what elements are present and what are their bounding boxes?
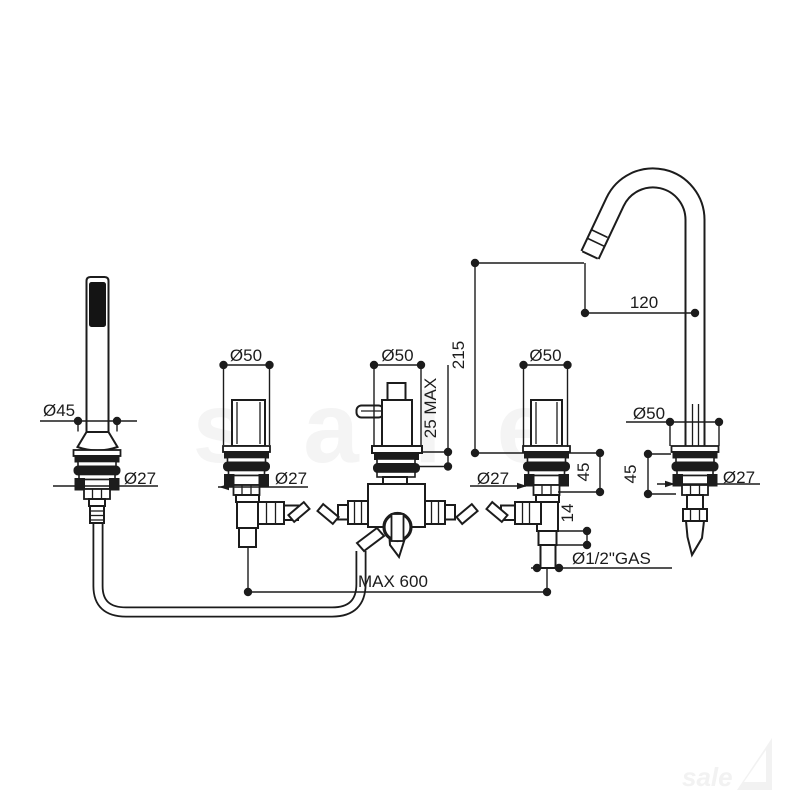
dimension-labels: Ø45 Ø27 Ø50 Ø27 Ø50 25 MAX 215 Ø50 Ø27 4… <box>43 293 755 591</box>
spout <box>580 167 720 558</box>
hand-shower-spray-face <box>89 282 106 327</box>
components <box>72 167 720 618</box>
dim-right-valve-base-dia: Ø27 <box>477 469 509 488</box>
dim-spout-height: 215 <box>449 341 468 369</box>
dimension-lines <box>40 262 760 593</box>
dim-hand-shower-base-dia: Ø27 <box>124 469 156 488</box>
diverter-right-hose-end <box>455 502 480 526</box>
right-valve-inlet <box>539 544 557 569</box>
shower-hose <box>92 520 367 618</box>
dim-spout-base-dia: Ø27 <box>723 468 755 487</box>
dim-deck-max: 25 MAX <box>421 378 440 438</box>
corner-watermark: sale <box>682 738 772 792</box>
dim-left-valve-base-dia: Ø27 <box>275 469 307 488</box>
left-valve-hose-end <box>286 500 311 524</box>
dim-spout-reach: 120 <box>630 293 658 312</box>
dim-inlet-thread: Ø1/2"GAS <box>572 549 651 568</box>
dim-left-valve-top-dia: Ø50 <box>230 346 262 365</box>
dim-spout-flange-dia: Ø50 <box>633 404 665 423</box>
dimension-dots <box>73 258 724 597</box>
right-valve-hose-end <box>485 500 509 524</box>
spout-tip-edge <box>581 250 599 260</box>
diverter <box>316 382 480 560</box>
diverter-body <box>381 399 413 449</box>
hose-nipple <box>89 505 105 524</box>
corner-watermark-text: sale <box>682 762 733 792</box>
dim-inlet-offset: 14 <box>558 504 577 523</box>
dim-right-valve-top-dia: Ø50 <box>529 346 561 365</box>
corner-watermark-arrow-icon <box>737 738 772 790</box>
dim-hose-max-length: MAX 600 <box>358 572 428 591</box>
left-valve <box>222 399 311 548</box>
hand-shower-holder-cone <box>76 431 119 452</box>
dim-right-valve-under-deck: 45 <box>574 463 593 482</box>
dim-hand-shower-head-dia: Ø45 <box>43 401 75 420</box>
hand-shower <box>72 276 122 524</box>
left-valve-outlet-hex <box>257 501 285 525</box>
diverter-lever-blade <box>355 526 386 553</box>
right-valve <box>485 399 571 569</box>
diverter-left-hose-end <box>316 502 341 526</box>
dim-spout-under-deck: 45 <box>621 465 640 484</box>
dim-diverter-top-dia: Ø50 <box>381 346 413 365</box>
right-valve-outlet-hex <box>514 501 542 525</box>
